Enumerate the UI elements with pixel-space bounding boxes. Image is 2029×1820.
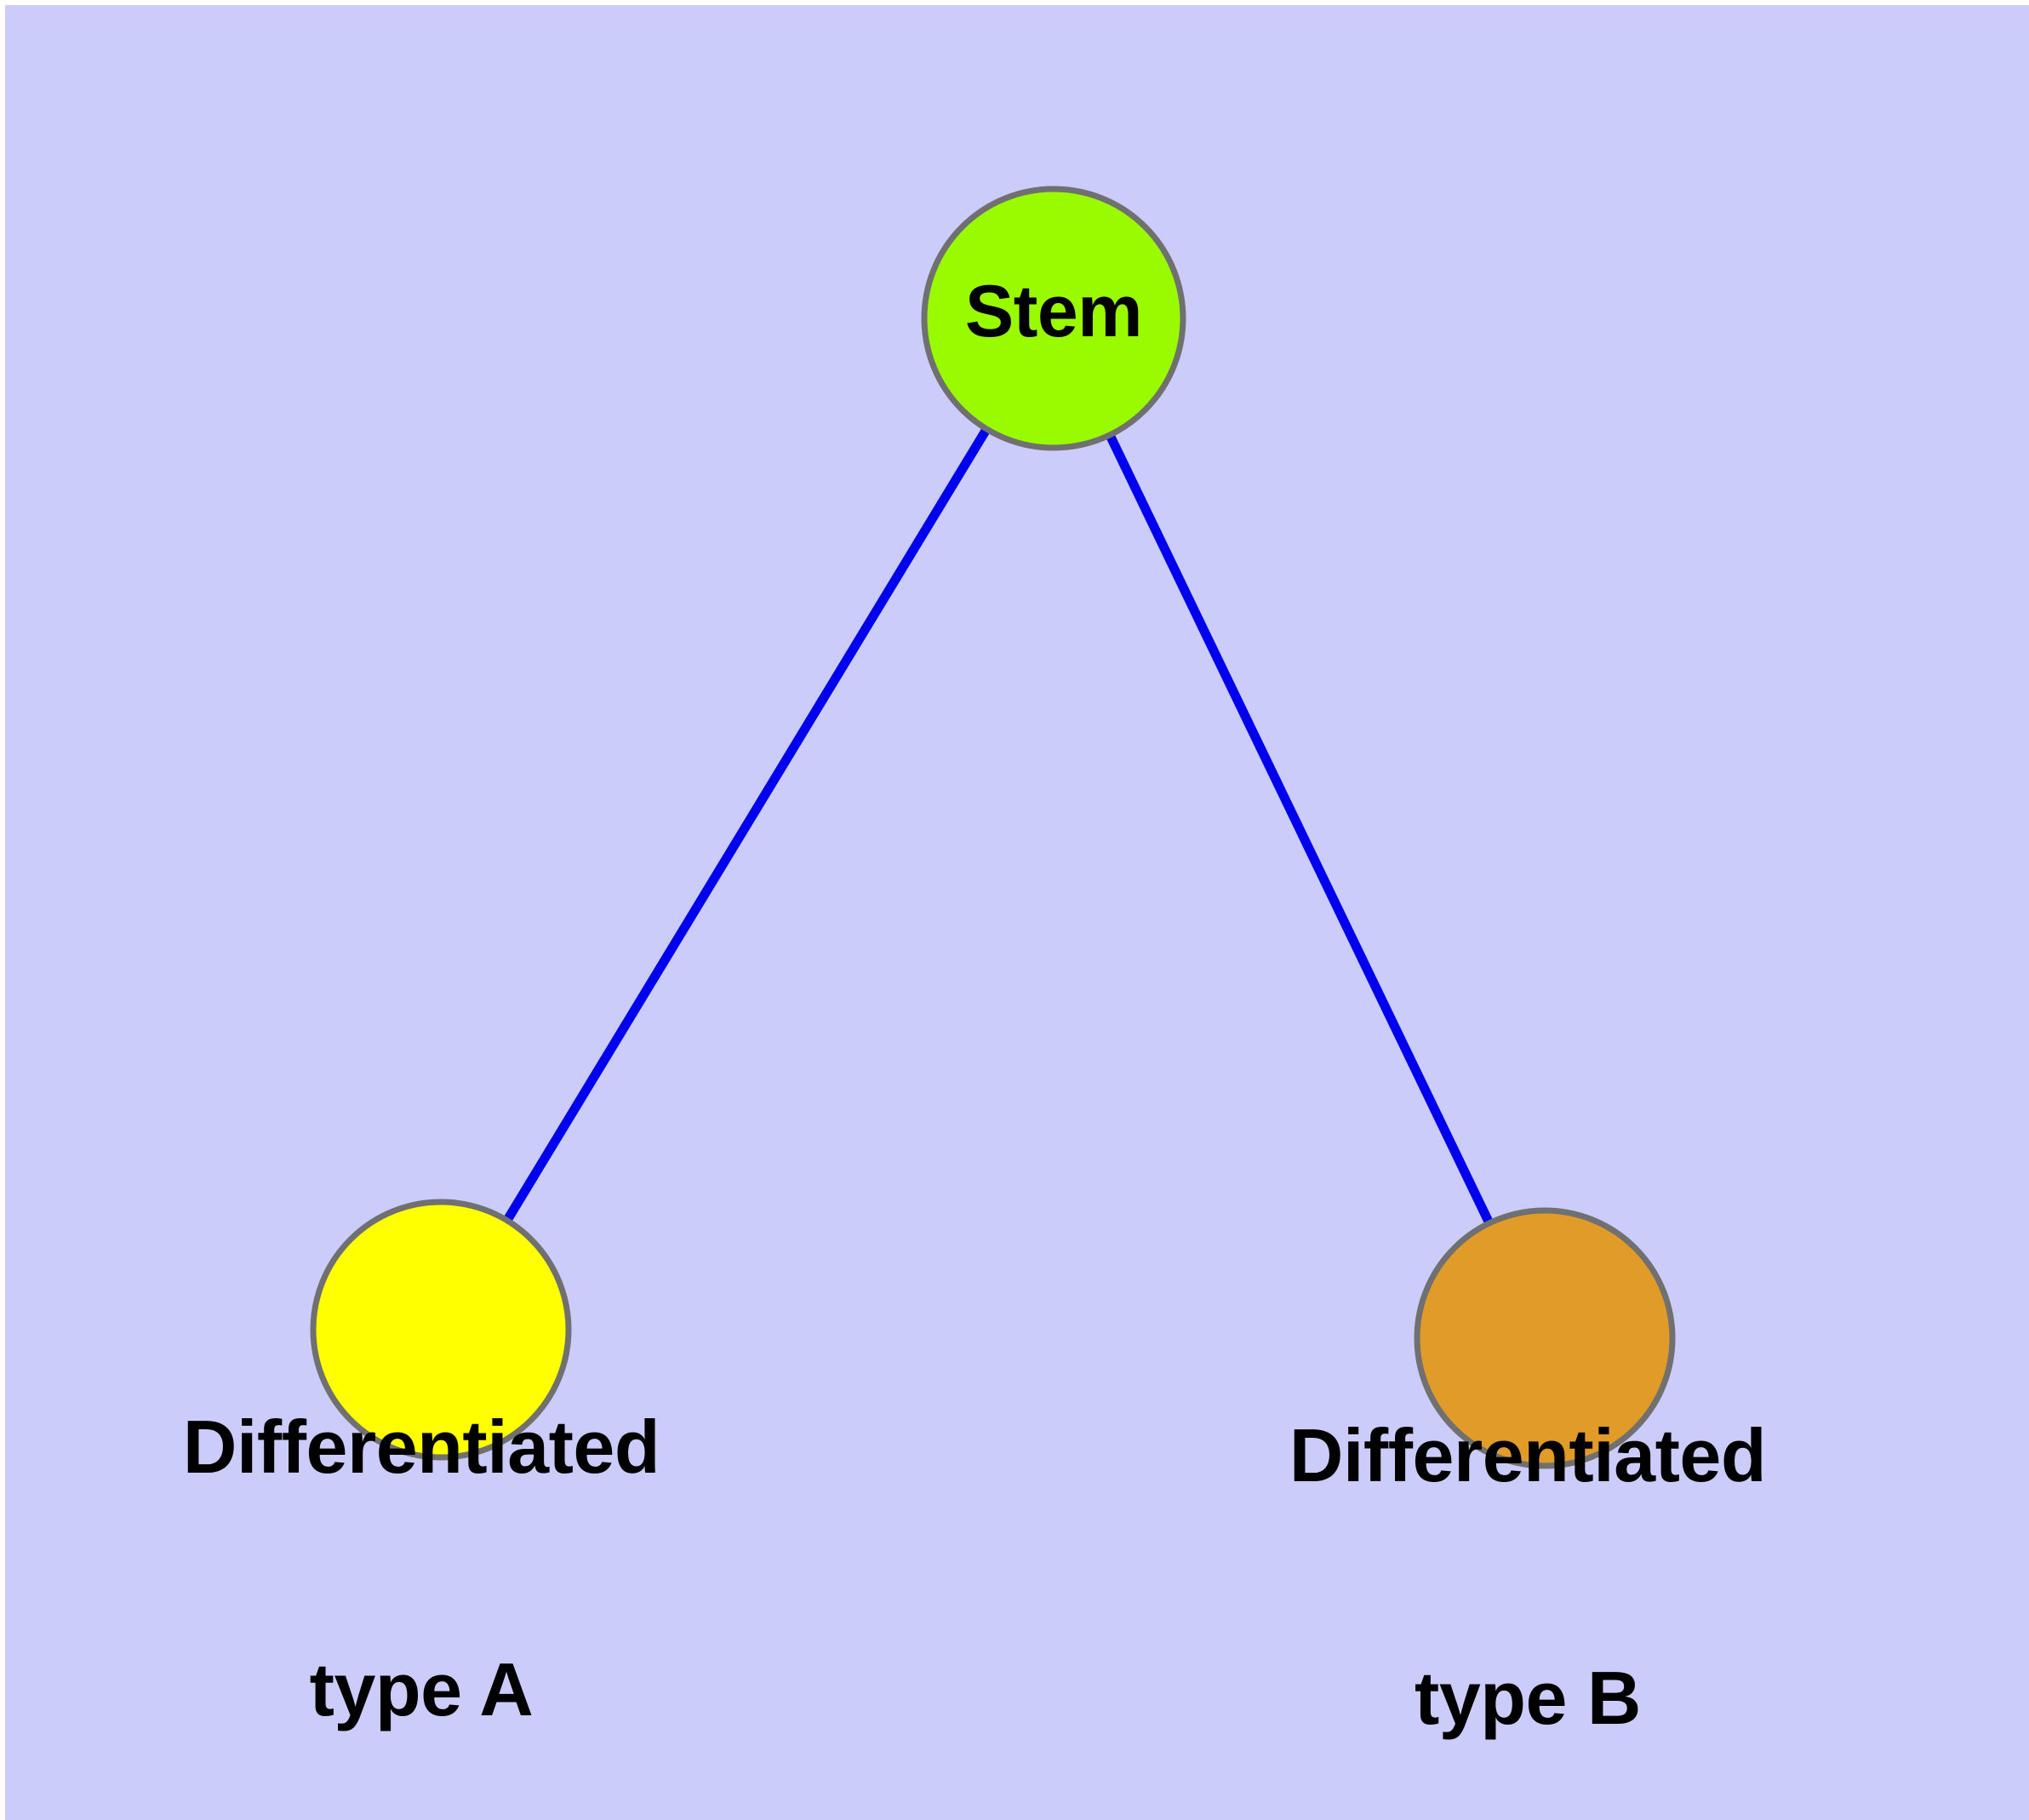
node-differentiated-type-b[interactable] — [1414, 1207, 1676, 1469]
node-stem[interactable] — [921, 186, 1186, 451]
node-layer — [310, 186, 1676, 1469]
node-differentiated-type-a[interactable] — [310, 1199, 572, 1461]
edge-stem-to-differentiated-type-b[interactable] — [1049, 316, 1549, 1341]
edge-stem-to-differentiated-type-a[interactable] — [437, 316, 1058, 1332]
edge-layer — [437, 316, 1549, 1341]
